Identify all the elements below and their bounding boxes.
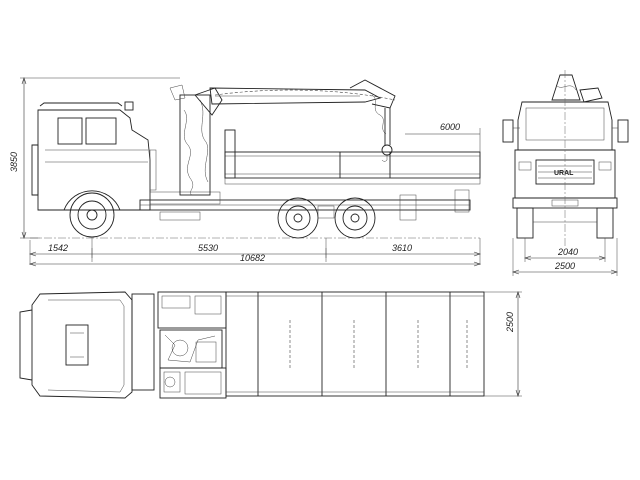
dim-front-overhang-label: 1542: [48, 243, 68, 253]
dim-front: 2040 2500: [512, 238, 618, 276]
dim-front-width-label: 2500: [554, 261, 575, 271]
dim-chain-side: 1542 5530 3610 10682: [29, 243, 481, 267]
rear-wheel-2: [334, 197, 376, 239]
dim-crane-reach: 6000: [405, 122, 481, 152]
dim-overall-length-label: 10682: [240, 253, 265, 263]
cab-outline: [37, 109, 151, 211]
dim-height: 3850: [9, 77, 180, 239]
dim-height-label: 3850: [9, 152, 19, 172]
rear-wheel-1: [277, 197, 319, 239]
dim-plan-width: 2500: [484, 291, 522, 397]
front-right-tyre: [596, 207, 614, 239]
grille-badge: URAL: [554, 170, 574, 177]
dim-rear-label: 3610: [392, 243, 412, 253]
plan-cargo-bed: [225, 291, 485, 397]
cargo-body: [224, 129, 481, 185]
plan-view: [19, 291, 485, 399]
dim-track-label: 2040: [557, 247, 578, 257]
dim-wheelbase-label: 5530: [198, 243, 218, 253]
plan-cab: [31, 291, 133, 399]
side-view: [29, 79, 481, 265]
dim-plan-width-label: 2500: [505, 312, 515, 333]
crane: [169, 79, 396, 196]
front-left-tyre: [516, 207, 534, 239]
plan-crane-base: [159, 329, 223, 369]
front-view: URAL: [502, 70, 629, 246]
dim-crane-reach-label: 6000: [440, 122, 460, 132]
front-wheel: [69, 192, 115, 238]
